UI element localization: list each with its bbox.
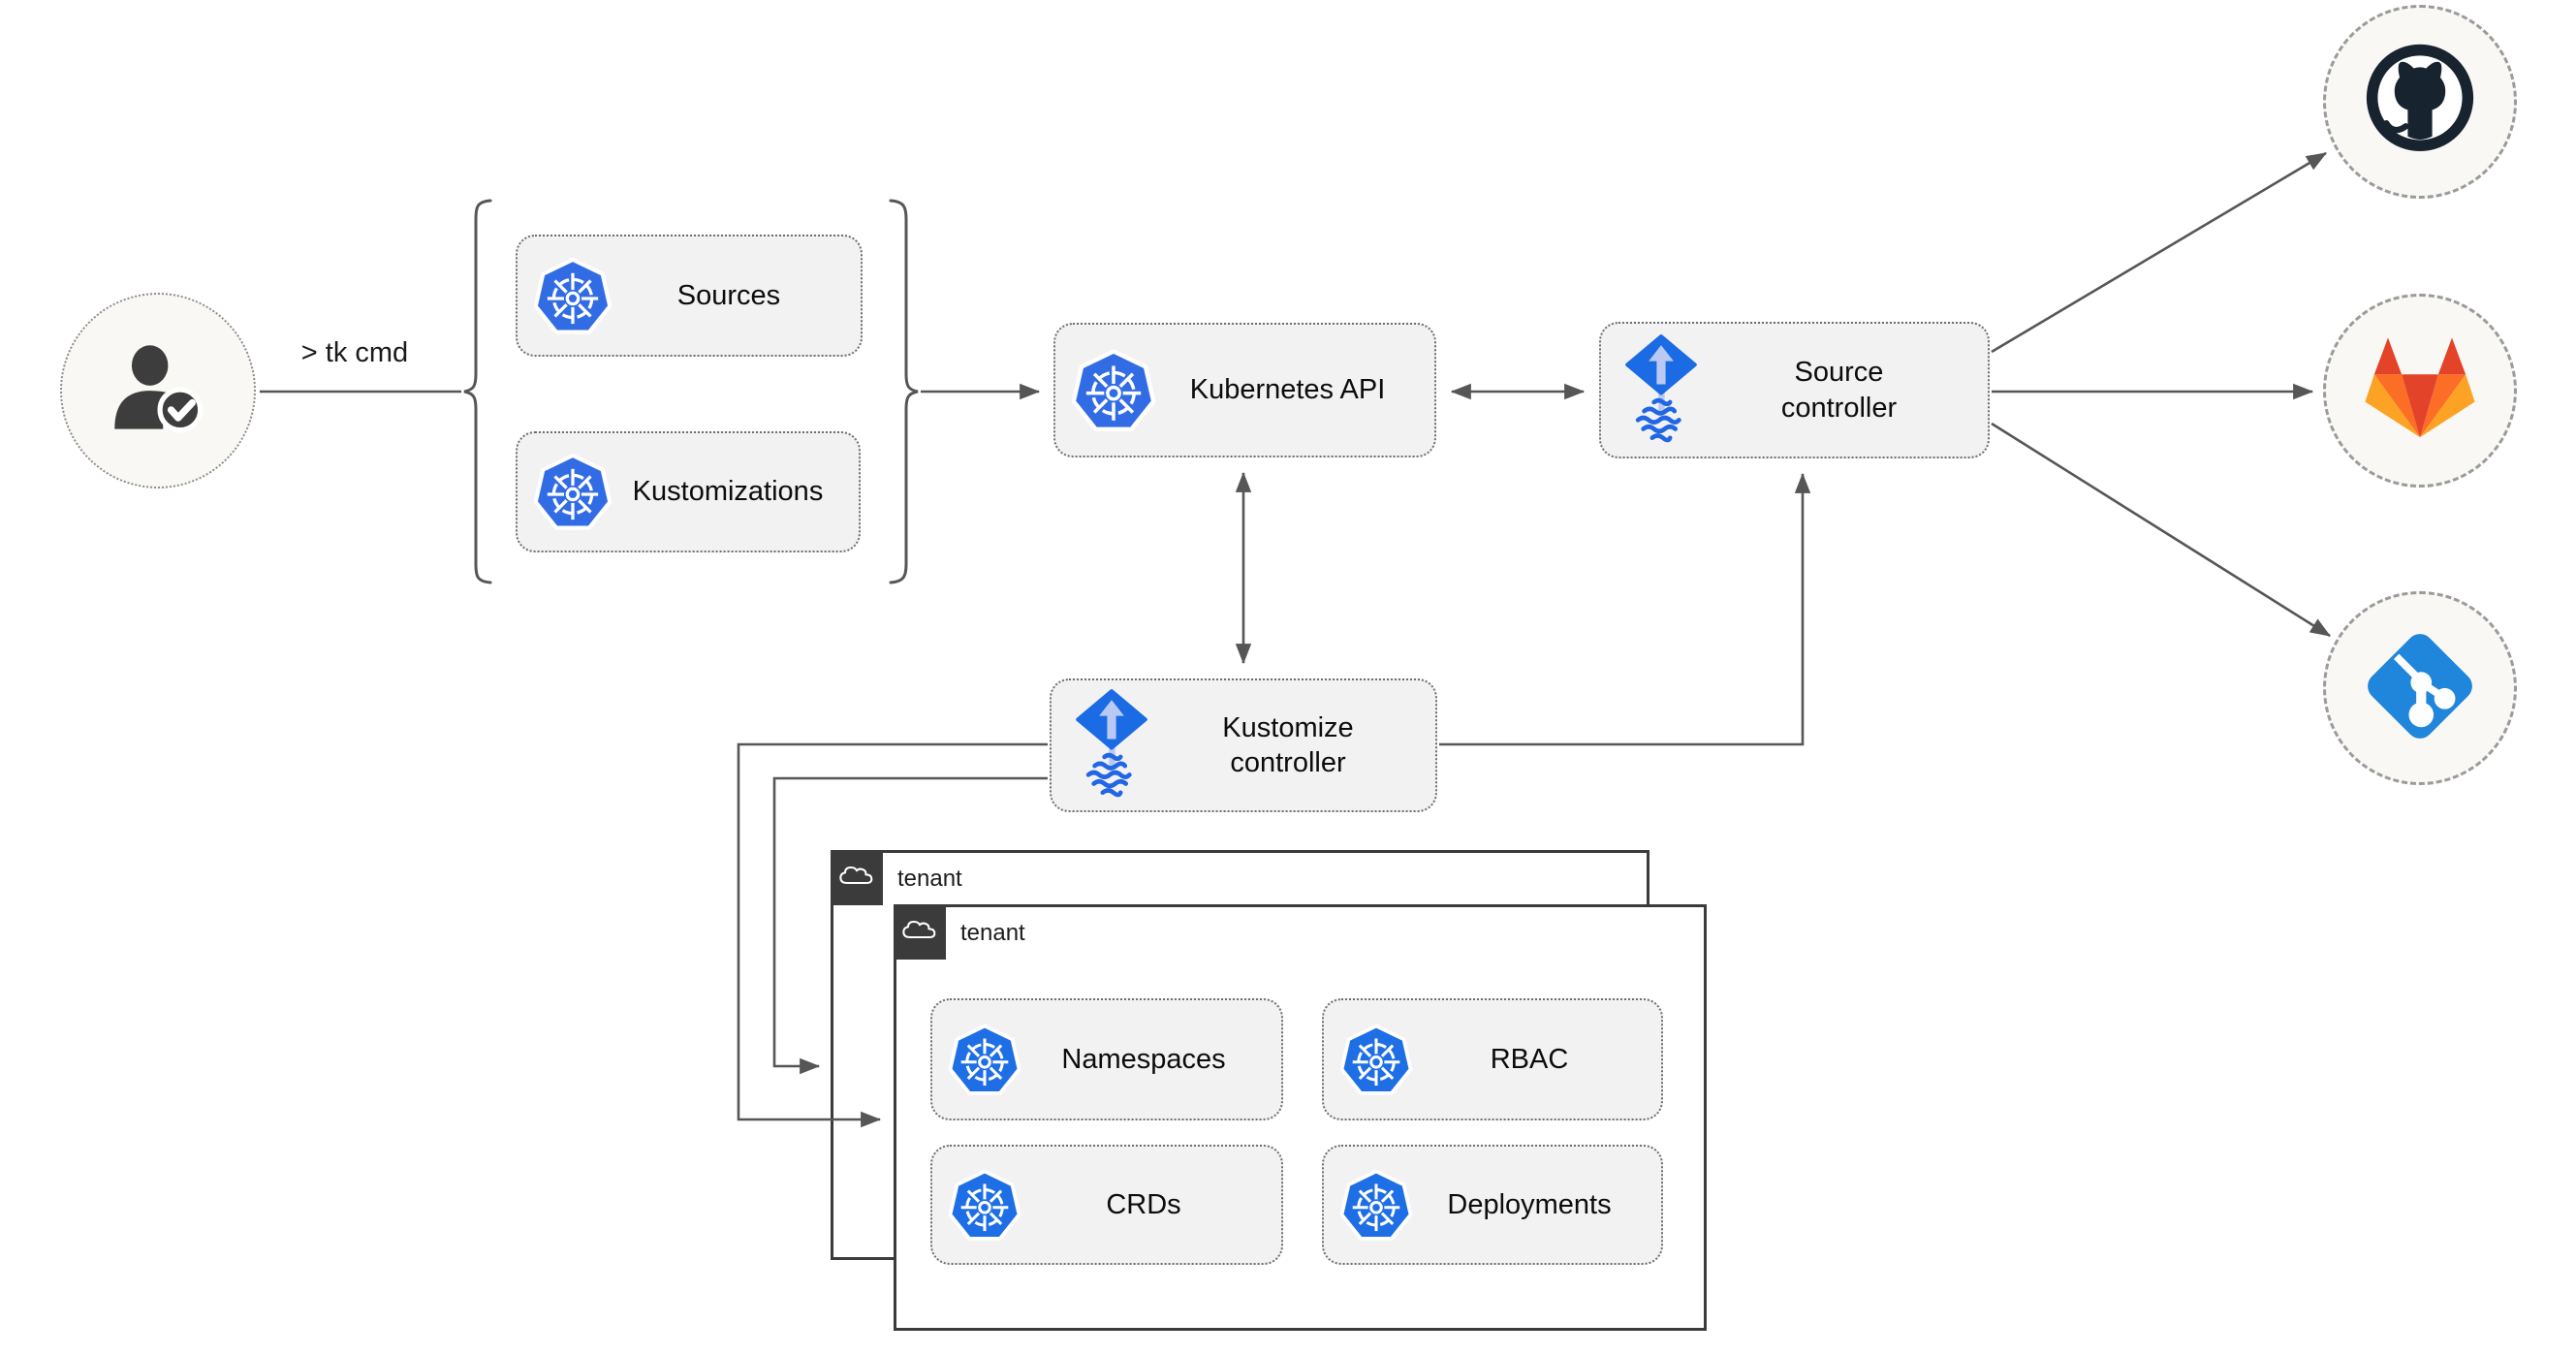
connector-source-to-github: [1991, 151, 2328, 354]
node-label: Source controller: [1780, 357, 1898, 424]
flux-icon: [1067, 686, 1156, 804]
cloud-icon: [900, 916, 939, 948]
tenant-label: tenant: [897, 866, 962, 892]
node-rbac: RBAC: [1322, 998, 1663, 1120]
user-check-icon: [100, 338, 216, 444]
gitlab-icon: [2362, 334, 2478, 448]
external-github: [2323, 5, 2517, 199]
cli-command-label: > tk cmd: [300, 337, 409, 368]
kubernetes-icon: [1339, 1022, 1413, 1098]
node-deployments: Deployments: [1322, 1145, 1663, 1265]
kubernetes-icon: [533, 255, 613, 337]
kubernetes-icon: [533, 451, 613, 533]
connector-source-to-git: [1991, 422, 2331, 638]
tenant-header: [894, 904, 946, 960]
external-git: [2323, 591, 2517, 785]
kubernetes-icon: [948, 1167, 1021, 1244]
node-label: Kustomize controller: [1222, 711, 1354, 778]
node-label: Deployments: [1447, 1188, 1612, 1220]
kubernetes-icon: [1071, 346, 1156, 435]
right-brace: [889, 199, 919, 584]
github-icon: [2359, 39, 2481, 166]
external-gitlab: [2323, 294, 2517, 488]
tenant-label: tenant: [960, 920, 1025, 946]
node-label: RBAC: [1490, 1043, 1569, 1075]
kubernetes-icon: [948, 1022, 1021, 1098]
node-label: Kustomizations: [632, 476, 824, 508]
left-brace: [463, 199, 492, 584]
node-namespaces: Namespaces: [930, 998, 1283, 1120]
node-kustomizations: Kustomizations: [516, 431, 861, 552]
node-sources: Sources: [516, 235, 863, 357]
node-kustomize-controller: Kustomize controller: [1050, 678, 1437, 812]
node-label: CRDs: [1106, 1188, 1181, 1220]
node-crds: CRDs: [930, 1145, 1283, 1265]
tenant-header: [831, 850, 883, 905]
git-icon: [2358, 624, 2482, 753]
cloud-icon: [837, 862, 876, 894]
node-label: Kubernetes API: [1189, 374, 1386, 406]
node-source-controller: Source controller: [1599, 322, 1990, 458]
node-kubernetes-api: Kubernetes API: [1053, 323, 1436, 457]
user-avatar: [60, 293, 256, 488]
flux-icon: [1617, 331, 1706, 450]
kubernetes-icon: [1339, 1167, 1413, 1244]
node-label: Sources: [676, 279, 781, 311]
connector-kustomize-to-source: [1439, 472, 1811, 746]
node-label: Namespaces: [1061, 1043, 1226, 1075]
